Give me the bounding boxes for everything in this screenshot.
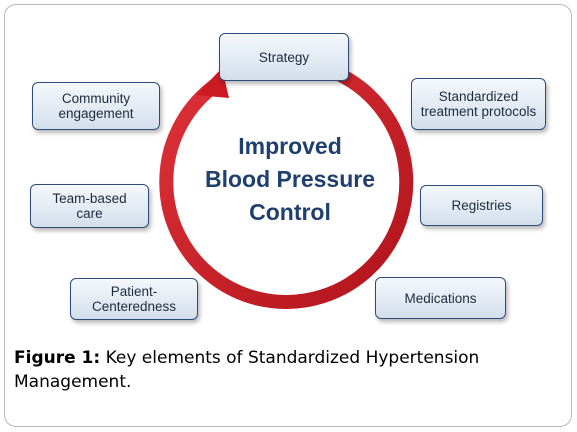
center-line-2: Blood Pressure [205, 166, 375, 192]
community-engagement-box: Community engagement [32, 82, 160, 130]
patient-centeredness-label: Patient- Centeredness [91, 284, 177, 314]
standardized-protocols-box: Standardized treatment protocols [411, 78, 546, 130]
registries-label: Registries [451, 198, 512, 213]
center-title: Improved Blood Pressure Control [190, 130, 390, 229]
strategy-label: Strategy [258, 49, 310, 65]
patient-centeredness-box: Patient- Centeredness [70, 278, 198, 320]
strategy-box: Strategy [219, 33, 349, 81]
figure-caption: Figure 1: Key elements of Standardized H… [14, 346, 554, 394]
team-based-care-label: Team-based care [52, 191, 127, 221]
community-engagement-label: Community engagement [58, 91, 134, 121]
caption-label: Figure 1: [14, 348, 101, 368]
center-line-3: Control [249, 199, 331, 225]
team-based-care-box: Team-based care [30, 184, 149, 228]
center-line-1: Improved [238, 133, 342, 159]
standardized-protocols-label: Standardized treatment protocols [420, 89, 537, 119]
ring-arc [159, 55, 414, 309]
medications-label: Medications [404, 290, 477, 306]
medications-box: Medications [375, 277, 506, 319]
registries-box: Registries [420, 185, 543, 226]
caption-text: Key elements of Standardized Hypertensio… [14, 348, 480, 392]
